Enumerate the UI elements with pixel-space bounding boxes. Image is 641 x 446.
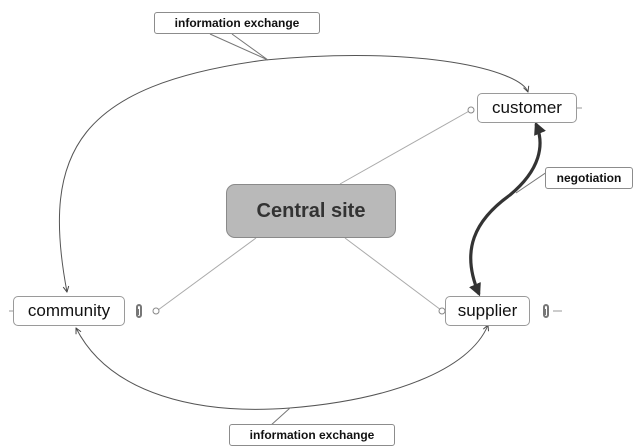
branch-supplier	[344, 237, 442, 311]
relation-top-curve	[58, 54, 528, 292]
branch-end-customer	[467, 106, 475, 114]
relation-bottom-curve	[76, 325, 488, 410]
attachment-icon[interactable]	[543, 304, 549, 318]
topic-supplier[interactable]: supplier	[445, 296, 530, 326]
topic-community[interactable]: community	[13, 296, 125, 326]
attachment-icon[interactable]	[136, 304, 142, 318]
relation-top-callout	[209, 33, 269, 61]
topic-customer[interactable]: customer	[477, 93, 577, 123]
branch-customer	[339, 109, 472, 185]
relation-negotiation-curve	[469, 121, 546, 297]
relation-label-negotiation[interactable]: negotiation	[545, 167, 633, 189]
branch-end-community	[152, 307, 160, 315]
central-topic[interactable]: Central site	[226, 184, 396, 238]
relation-negotiation-callout	[515, 171, 548, 194]
branch-community	[157, 237, 257, 311]
relation-label-top[interactable]: information exchange	[154, 12, 320, 34]
relation-label-bottom[interactable]: information exchange	[229, 424, 395, 446]
